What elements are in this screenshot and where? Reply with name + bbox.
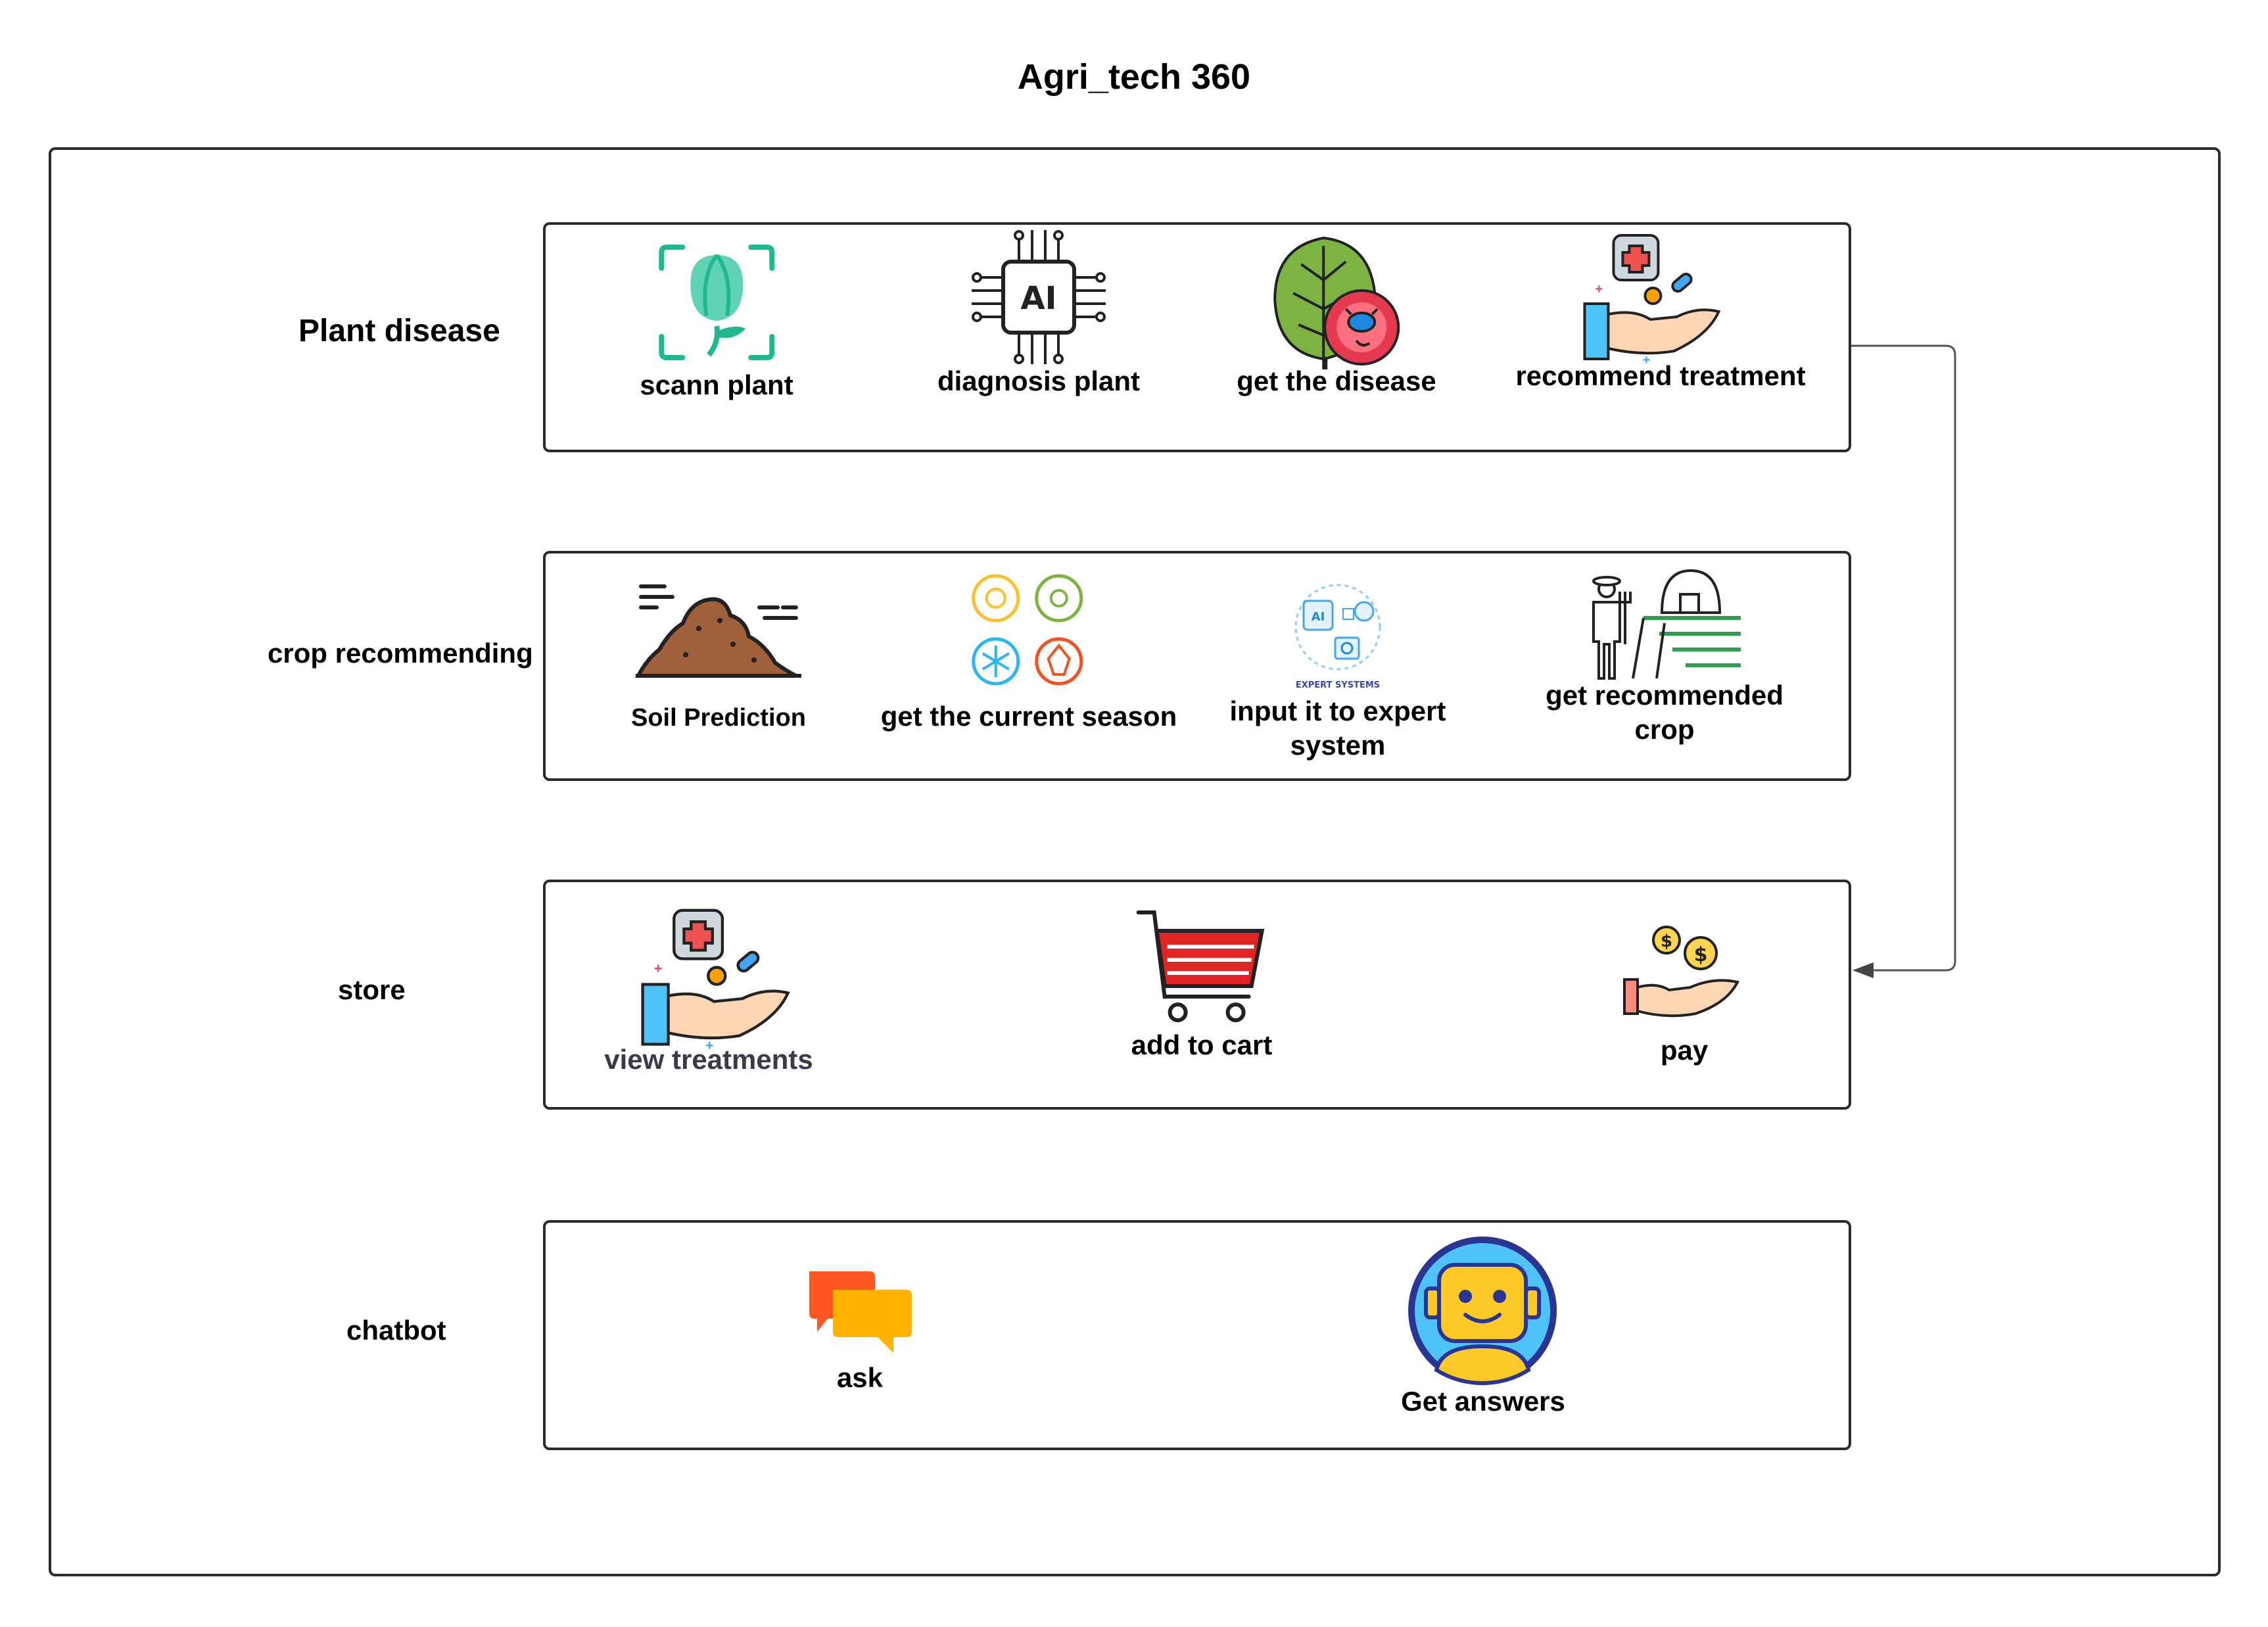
diseased-leaf-icon — [1237, 227, 1436, 372]
soil-pile-icon — [631, 576, 806, 681]
step-label-text: input it to expert system — [1229, 696, 1446, 761]
svg-text:+: + — [654, 960, 663, 976]
step-label: view treatments — [604, 1044, 813, 1075]
row-label-crop-recommending: crop recommending — [268, 638, 533, 669]
step-label: input it to expert system — [1200, 694, 1476, 763]
step-label: get recommended crop — [1533, 678, 1796, 747]
step-label: Get answers — [1401, 1386, 1565, 1417]
step-soil-prediction: Soil Prediction — [631, 576, 806, 735]
step-get-the-disease: get the disease — [1237, 227, 1436, 398]
svg-text:$: $ — [1661, 931, 1672, 951]
row-box-chatbot — [543, 1220, 1851, 1450]
step-recommended-crop: get recommended crop — [1533, 565, 1796, 747]
step-label: ask — [836, 1362, 884, 1393]
treatment-hand-icon: + + — [1515, 230, 1805, 369]
step-label: get the disease — [1237, 365, 1436, 396]
farmer-field-icon — [1533, 565, 1796, 684]
step-label: Soil Prediction — [630, 704, 807, 732]
step-label: scann plant — [640, 369, 793, 400]
svg-text:AI: AI — [1020, 280, 1056, 317]
svg-text:AI: AI — [1311, 610, 1325, 624]
expert-system-icon: AI EXPERT SYSTEMS — [1200, 580, 1476, 692]
svg-text:$: $ — [1694, 943, 1708, 966]
four-seasons-icon — [881, 572, 1177, 690]
svg-text:+: + — [1595, 282, 1603, 296]
step-add-to-cart: add to cart — [1131, 907, 1273, 1062]
step-scann-plant: scann plant — [640, 237, 793, 402]
step-recommend-treatment: + + recommend treatment — [1515, 230, 1806, 393]
scan-plant-icon — [640, 237, 793, 368]
step-view-treatments: + + view treatments — [604, 905, 813, 1077]
step-label: recommend treatment — [1515, 360, 1806, 391]
coins-hand-icon: $ $ — [1622, 924, 1747, 1023]
shopping-cart-icon — [1131, 907, 1273, 1028]
step-label-text: get recommended crop — [1546, 680, 1784, 745]
ai-chip-icon: AI — [937, 225, 1140, 369]
svg-text:+: + — [1642, 353, 1650, 367]
step-diagnosis-plant: AI diagnosis plant — [937, 225, 1140, 398]
step-current-season: get the current season — [881, 572, 1177, 734]
step-ask: ask — [804, 1266, 916, 1395]
diagram-title: Agri_tech 360 — [1017, 57, 1251, 97]
step-label: pay — [1660, 1035, 1709, 1066]
row-label-chatbot: chatbot — [346, 1315, 446, 1346]
step-label: get the current season — [880, 701, 1177, 732]
robot-avatar-icon — [1401, 1236, 1565, 1387]
outer-frame — [49, 147, 2221, 1576]
svg-text:+: + — [705, 1037, 714, 1053]
step-label: diagnosis plant — [937, 365, 1141, 396]
step-label: add to cart — [1131, 1029, 1273, 1060]
chat-bubbles-icon — [804, 1266, 916, 1358]
row-label-plant-disease: Plant disease — [298, 314, 500, 348]
row-label-store: store — [338, 974, 406, 1005]
treatment-hand-icon: + + — [637, 905, 813, 1056]
step-pay: $ $ pay — [1622, 924, 1747, 1068]
step-get-answers: Get answers — [1401, 1236, 1565, 1419]
step-expert-system: AI EXPERT SYSTEMS input it to expert sys… — [1200, 580, 1476, 763]
expert-systems-caption: EXPERT SYSTEMS — [1296, 680, 1380, 690]
